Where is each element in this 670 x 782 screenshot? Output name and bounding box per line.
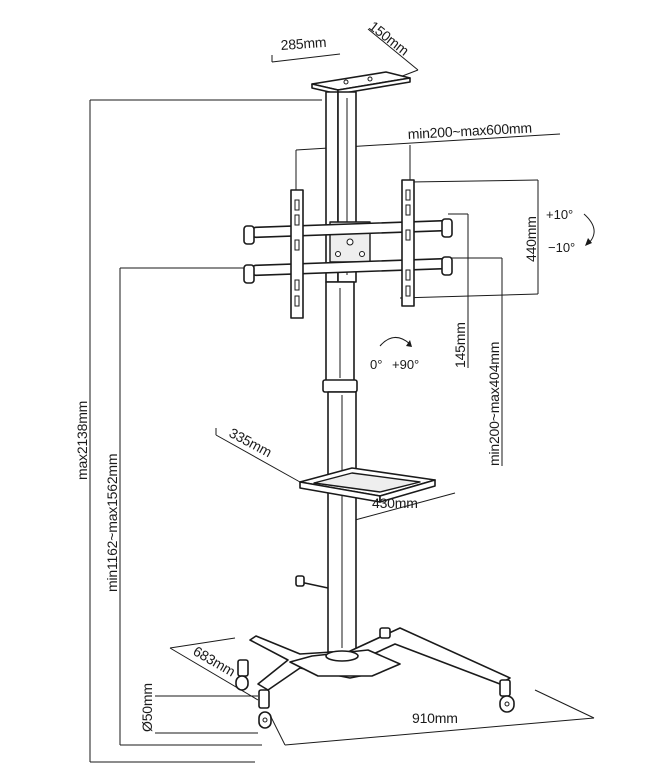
caster-back-center [379,627,391,639]
total-height-label: max2138mm [74,401,90,480]
shelf-width-label: 430mm [372,495,418,511]
tilt-arrow-icon [583,213,595,246]
caster-front-left [258,689,272,729]
tilt-down-label: −10° [548,240,575,255]
rotate-start-label: 0° [370,357,382,372]
top-plate-width-label: 285mm [280,34,327,53]
caster-diameter-label: Ø50mm [139,683,155,732]
rotate-end-label: +90° [392,357,419,372]
bracket-range-label: min200~max404mm [486,342,502,466]
bracket-height-label: 440mm [523,216,539,262]
dimension-labels: 285mm 150mm min200~max600mm 440mm +10° −… [74,18,575,732]
cart-structure [235,71,515,729]
top-plate-depth-label: 150mm [366,18,412,59]
caster-back-left [235,659,249,691]
left-bracket-slots [294,199,300,307]
bracket-offset-label: 145mm [452,322,468,368]
tilt-up-label: +10° [546,207,573,222]
bracket-width-label: min200~max600mm [407,120,532,142]
mount-height-label: min1162~max1562mm [104,454,120,592]
base-width-label: 910mm [412,710,458,726]
rotate-arrow-icon [379,337,412,347]
caster-right [499,679,515,713]
right-bracket-slots [405,189,411,297]
